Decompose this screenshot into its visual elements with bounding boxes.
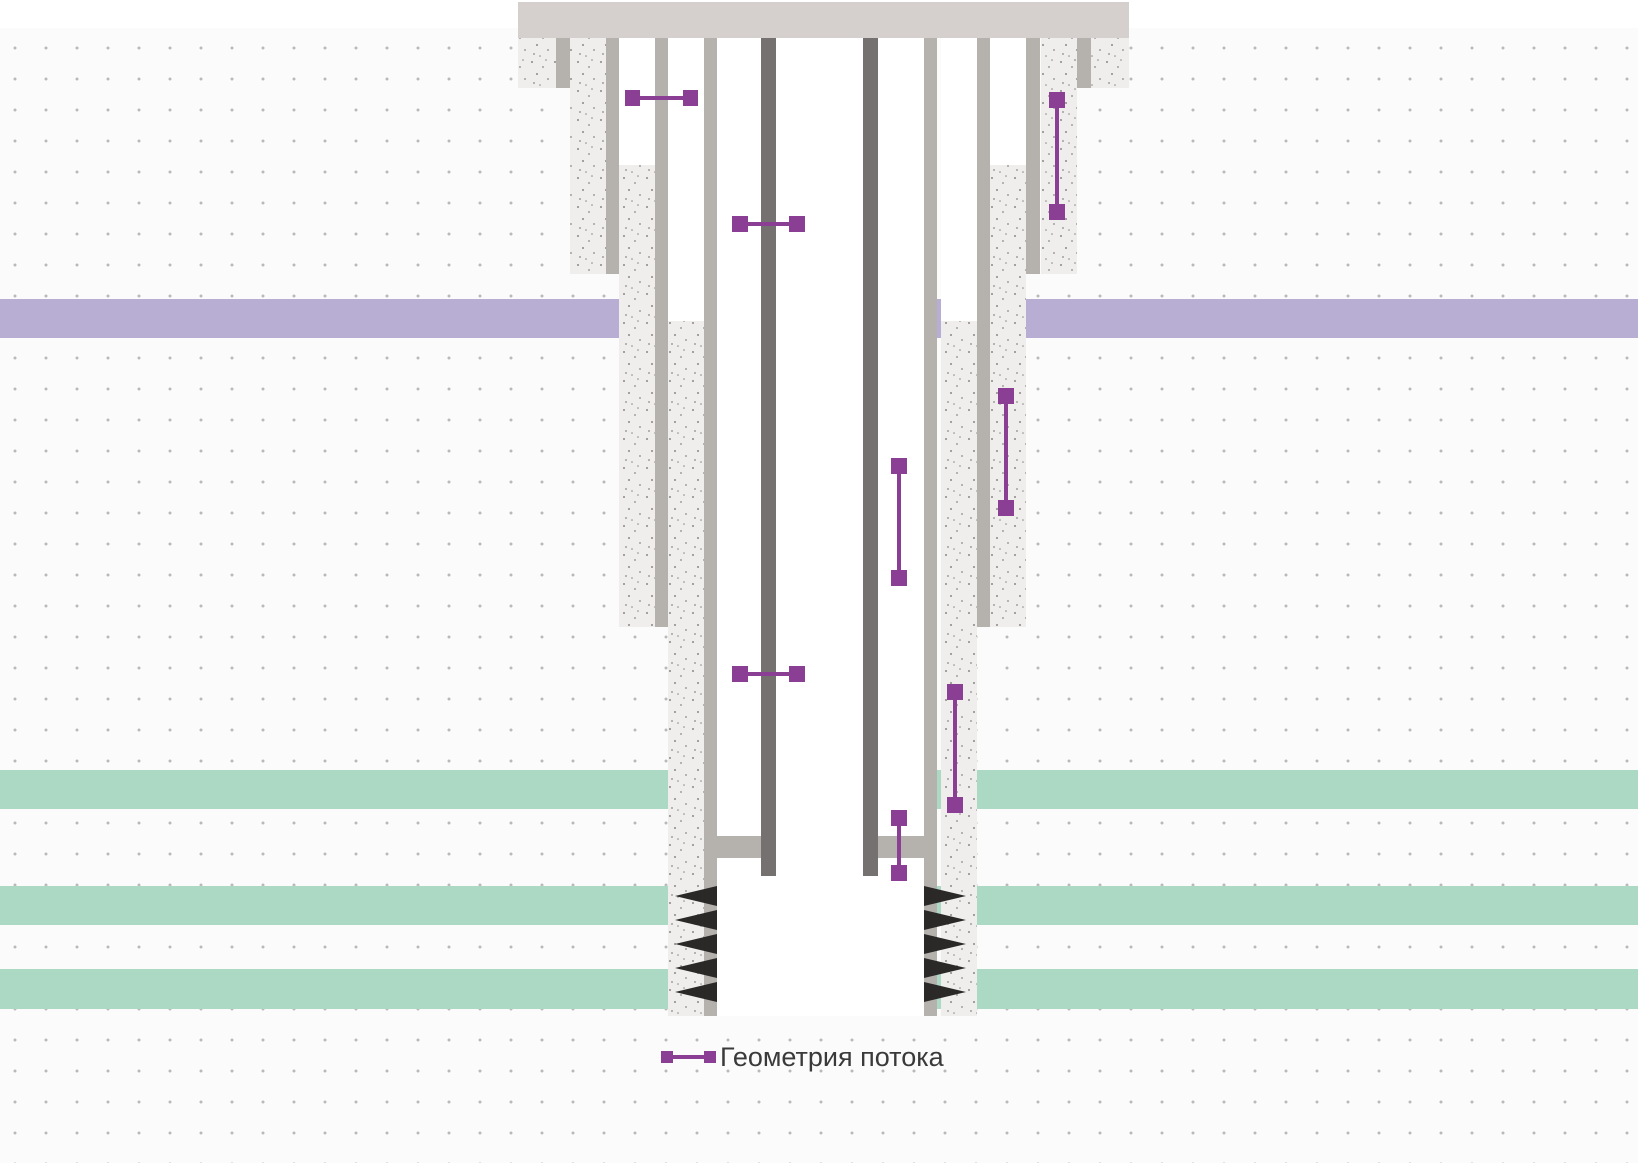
wellhead xyxy=(518,2,1129,38)
conductor-casing-right xyxy=(1026,38,1040,274)
flow-marker-vertical xyxy=(891,810,907,881)
intermediate-casing-right xyxy=(977,38,990,627)
flow-marker-vertical xyxy=(891,458,907,586)
tubing-left xyxy=(761,38,776,876)
well-structure xyxy=(518,2,1129,1016)
surface-casing-left xyxy=(556,38,570,88)
flow-marker-vertical xyxy=(998,388,1014,516)
cement-texture xyxy=(941,321,977,1016)
flow-marker-horizontal xyxy=(732,216,805,232)
perforation xyxy=(924,934,966,954)
production-casing-left xyxy=(704,38,717,1016)
flow-marker-vertical xyxy=(1049,92,1065,220)
perforation xyxy=(675,958,717,978)
legend: Геометрия потока xyxy=(661,1042,945,1072)
flow-markers xyxy=(625,90,1065,881)
packer-left xyxy=(717,836,761,858)
perforations-left xyxy=(675,886,717,1002)
cement-texture xyxy=(570,38,606,274)
tubing-right xyxy=(863,38,878,876)
flow-marker-horizontal xyxy=(625,90,698,106)
perforation xyxy=(924,886,966,906)
cement-texture xyxy=(619,165,655,627)
perforations-right xyxy=(924,886,966,1002)
annulus-upper-right xyxy=(990,38,1026,165)
perforation xyxy=(924,910,966,930)
perforation xyxy=(675,982,717,1002)
conductor-casing-left xyxy=(606,38,619,274)
flow-geometry-marker-icon xyxy=(661,1051,716,1063)
perforation xyxy=(675,910,717,930)
annulus-mid-right xyxy=(941,38,977,321)
production-casing-right xyxy=(924,38,937,1016)
cement-texture xyxy=(668,321,704,1016)
surface-casing-right xyxy=(1077,38,1091,88)
flow-marker-vertical xyxy=(947,684,963,813)
perforation xyxy=(675,886,717,906)
perforation xyxy=(924,958,966,978)
annulus-mid-left xyxy=(668,38,704,321)
flow-marker-horizontal xyxy=(732,666,805,682)
legend-label: Геометрия потока xyxy=(720,1042,945,1072)
intermediate-casing-left xyxy=(655,38,668,627)
perforation xyxy=(924,982,966,1002)
perforation xyxy=(675,934,717,954)
